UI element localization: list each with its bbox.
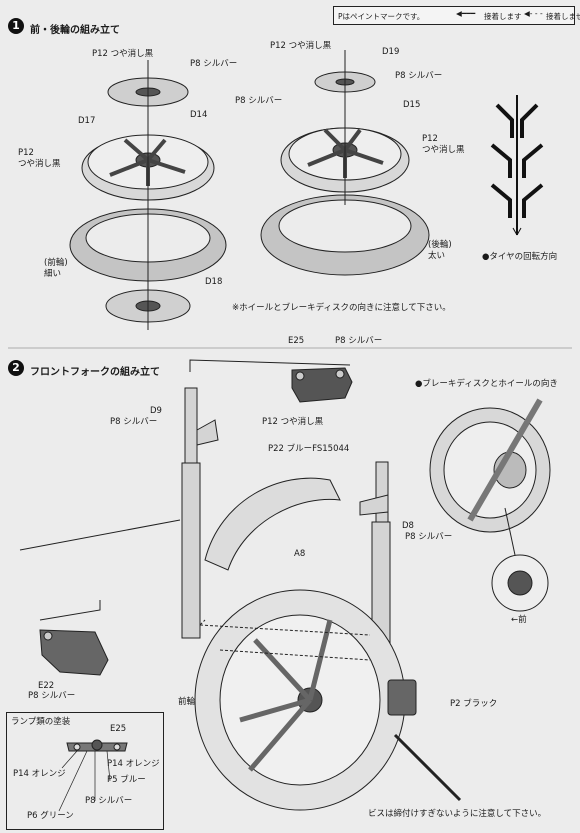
rear-tire (260, 194, 430, 276)
front-wheel-note: (前輪) 細い (44, 258, 68, 280)
not-glued-label: 接着しません (546, 12, 580, 21)
paint-mark-legend: Pはペイントマークです。 ◀━━━ 接着します ◀- - - 接着しません (333, 6, 580, 25)
lamp-silver: P8 シルバー (85, 796, 133, 806)
lower-bracket-e22 (39, 629, 109, 676)
label-d9-silver: P8 シルバー (110, 417, 158, 427)
lamp-title: ランプ類の塗装 (11, 717, 71, 727)
tire-direction-note: ●タイヤの回転方向 (482, 252, 558, 262)
step-number-2: 2 (8, 360, 24, 376)
lamp-orange-left: P14 オレンジ (13, 769, 66, 779)
not-glued-arrow-icon: ◀- - - (524, 9, 543, 18)
paint-mark-note: Pはペイントマークです。 (338, 12, 425, 21)
screw-warning: ビスは締付けすぎないように注意して下さい。 (368, 809, 547, 819)
label-rear-disc-black: P12 つや消し黒 (270, 41, 332, 51)
front-direction-arrow: ←前 (511, 615, 527, 625)
lamp-painting-box: ランプ類の塗装 E25 P14 オレンジ P14 オレンジ P5 ブルー P8 … (6, 712, 164, 830)
label-fender-blue: P22 ブルーFS15044 (268, 444, 350, 454)
label-front-wheel: 前輪 (178, 697, 196, 707)
label-e22: E22 (38, 681, 55, 691)
tire-tread-pattern (490, 95, 544, 235)
label-d8: D8 (402, 521, 414, 531)
top-bracket-e25 (291, 367, 353, 403)
label-d18: D18 (205, 277, 223, 287)
label-d19: D19 (382, 47, 400, 57)
label-disc-silver: P8 シルバー (190, 59, 238, 69)
label-d17: D17 (78, 116, 96, 126)
label-rear-matte-black: P12 つや消し黒 (422, 134, 465, 156)
glued-label: 接着します (484, 12, 522, 21)
brake-caliper (387, 679, 417, 716)
axle-bolt (393, 733, 462, 802)
label-e25-silver: P8 シルバー (335, 336, 383, 346)
lamp-blue: P5 ブルー (107, 775, 146, 785)
label-caliper-black: P2 ブラック (450, 699, 498, 709)
orientation-diagram (429, 398, 551, 612)
label-e22-silver: P8 シルバー (28, 691, 76, 701)
step-1-title: 前・後輪の組み立て (30, 25, 120, 36)
label-disc-matte-black: P12 つや消し黒 (92, 49, 154, 59)
rear-wheel-note: (後輪) 太い (428, 240, 452, 262)
label-d8-silver: P8 シルバー (405, 532, 453, 542)
orientation-warning: ※ホイールとブレーキディスクの向きに注意して下さい。 (232, 303, 451, 313)
step-number-1: 1 (8, 18, 24, 34)
label-d9: D9 (150, 406, 162, 416)
label-d15: D15 (403, 100, 421, 110)
lamp-orange-right: P14 オレンジ (107, 759, 160, 769)
label-a8: A8 (294, 549, 306, 559)
lamp-e25: E25 (110, 724, 127, 734)
lamp-green: P6 グリーン (27, 811, 74, 821)
front-wheel-assembly (194, 589, 406, 811)
label-rear-disc-silver: P8 シルバー (395, 71, 443, 81)
label-e25: E25 (288, 336, 305, 346)
label-d14: D14 (190, 110, 208, 120)
label-silver-center: P8 シルバー (235, 96, 283, 106)
lamp-bracket-drawing (58, 739, 128, 812)
label-e25-black: P12 つや消し黒 (262, 417, 324, 427)
front-fender (204, 477, 341, 571)
glued-arrow-icon: ◀━━━ (456, 9, 476, 18)
step-2-title: フロントフォークの組み立て (30, 367, 160, 378)
left-fork (181, 387, 219, 639)
label-matte-black-left: P12 つや消し黒 (18, 148, 61, 170)
disc-wheel-direction-title: ●ブレーキディスクとホイールの向き (415, 379, 558, 389)
